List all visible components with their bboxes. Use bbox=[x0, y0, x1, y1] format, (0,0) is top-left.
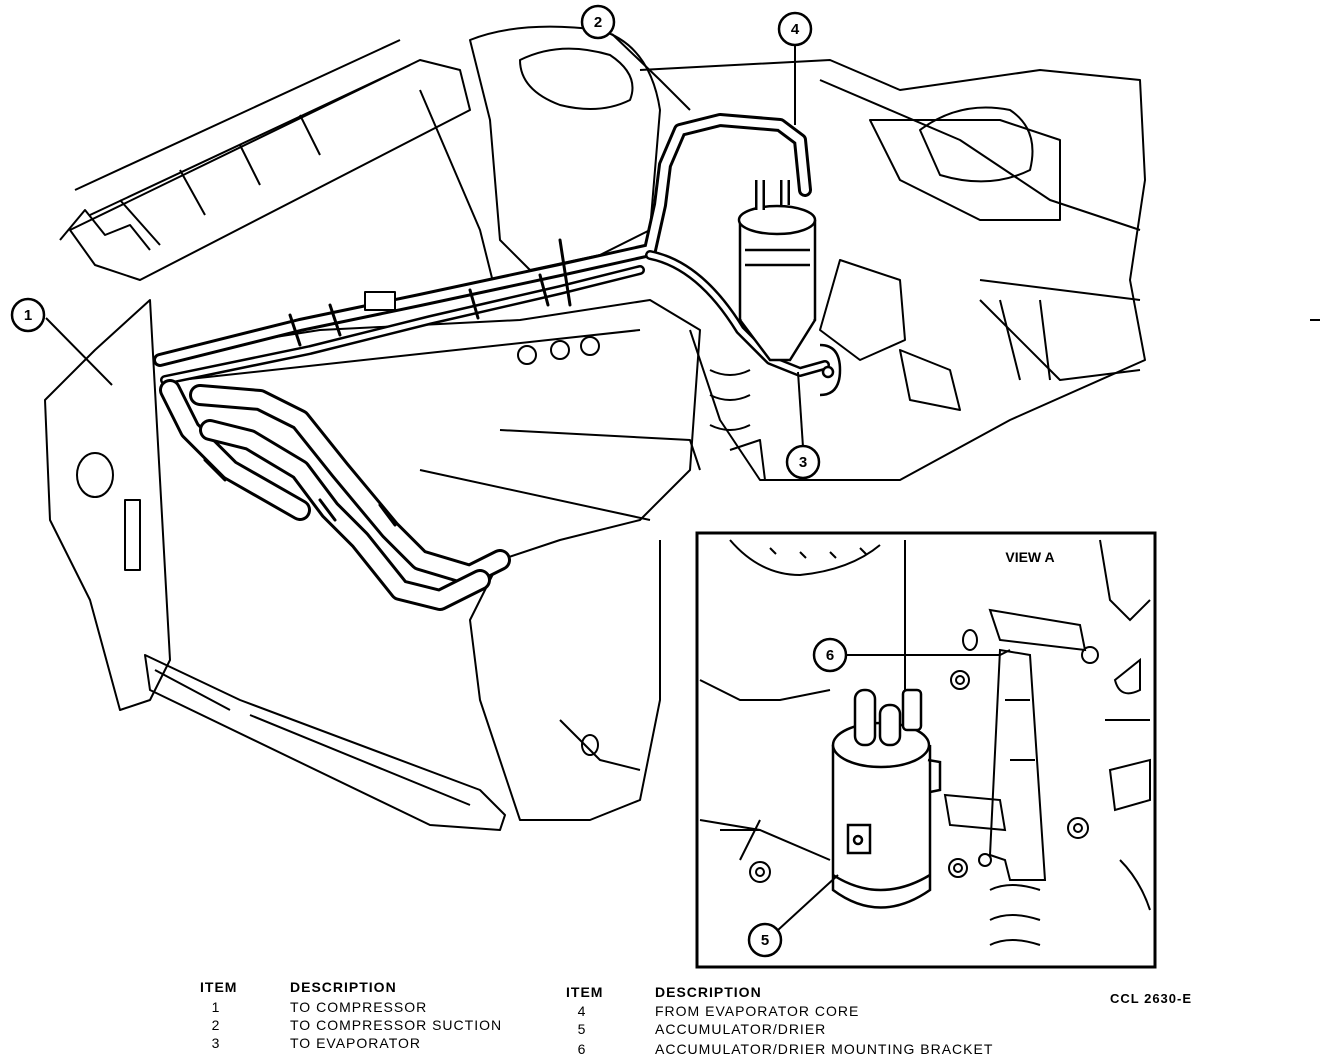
callout-5-label: 5 bbox=[761, 932, 769, 949]
callout-2-label: 2 bbox=[594, 14, 602, 31]
legend-item-description: ACCUMULATOR/DRIER bbox=[655, 1021, 826, 1037]
legend-item-number: 4 bbox=[578, 1003, 587, 1019]
legend-item-number: 6 bbox=[578, 1041, 587, 1057]
callout-3: 3 bbox=[785, 371, 821, 480]
legend: ITEM DESCRIPTION 1 TO COMPRESSOR 2 TO CO… bbox=[200, 979, 993, 1057]
legend-item-description: TO COMPRESSOR bbox=[290, 999, 427, 1015]
callout-2: 2 bbox=[580, 4, 691, 111]
legend-item-number: 5 bbox=[578, 1021, 587, 1037]
legend-item-number: 2 bbox=[212, 1017, 221, 1033]
legend-column-1: ITEM DESCRIPTION 1 TO COMPRESSOR 2 TO CO… bbox=[200, 979, 502, 1051]
callout-6: 6 bbox=[812, 637, 1011, 673]
legend-item-number: 3 bbox=[212, 1035, 221, 1051]
refrigerant-lines bbox=[153, 113, 830, 611]
callout-4-label: 4 bbox=[791, 21, 800, 38]
legend-item-number: 1 bbox=[212, 999, 221, 1015]
legend-item-description: FROM EVAPORATOR CORE bbox=[655, 1003, 859, 1019]
vehicle-structure bbox=[44, 25, 1320, 831]
legend-item-header-2: ITEM bbox=[566, 984, 603, 1000]
legend-desc-header-1: DESCRIPTION bbox=[290, 979, 397, 995]
legend-item-header-1: ITEM bbox=[200, 979, 237, 995]
inset-accumulator bbox=[831, 688, 942, 909]
callout-6-label: 6 bbox=[826, 647, 834, 664]
callout-1-label: 1 bbox=[24, 307, 32, 324]
callout-1: 1 bbox=[10, 297, 113, 386]
legend-desc-header-2: DESCRIPTION bbox=[655, 984, 762, 1000]
legend-column-2: ITEM DESCRIPTION 4 FROM EVAPORATOR CORE … bbox=[566, 984, 993, 1057]
legend-item-description: ACCUMULATOR/DRIER MOUNTING BRACKET bbox=[655, 1041, 993, 1057]
inset-view-a: VIEW A bbox=[695, 531, 1157, 969]
legend-item-description: TO COMPRESSOR SUCTION bbox=[290, 1017, 502, 1033]
legend-item-description: TO EVAPORATOR bbox=[290, 1035, 421, 1051]
callout-4: 4 bbox=[777, 11, 813, 125]
inset-view-label: VIEW A bbox=[1005, 549, 1054, 565]
callout-5: 5 bbox=[747, 874, 839, 958]
callout-3-label: 3 bbox=[799, 454, 807, 471]
drawing-code: CCL 2630-E bbox=[1110, 991, 1192, 1006]
accumulator-drier bbox=[737, 180, 842, 397]
